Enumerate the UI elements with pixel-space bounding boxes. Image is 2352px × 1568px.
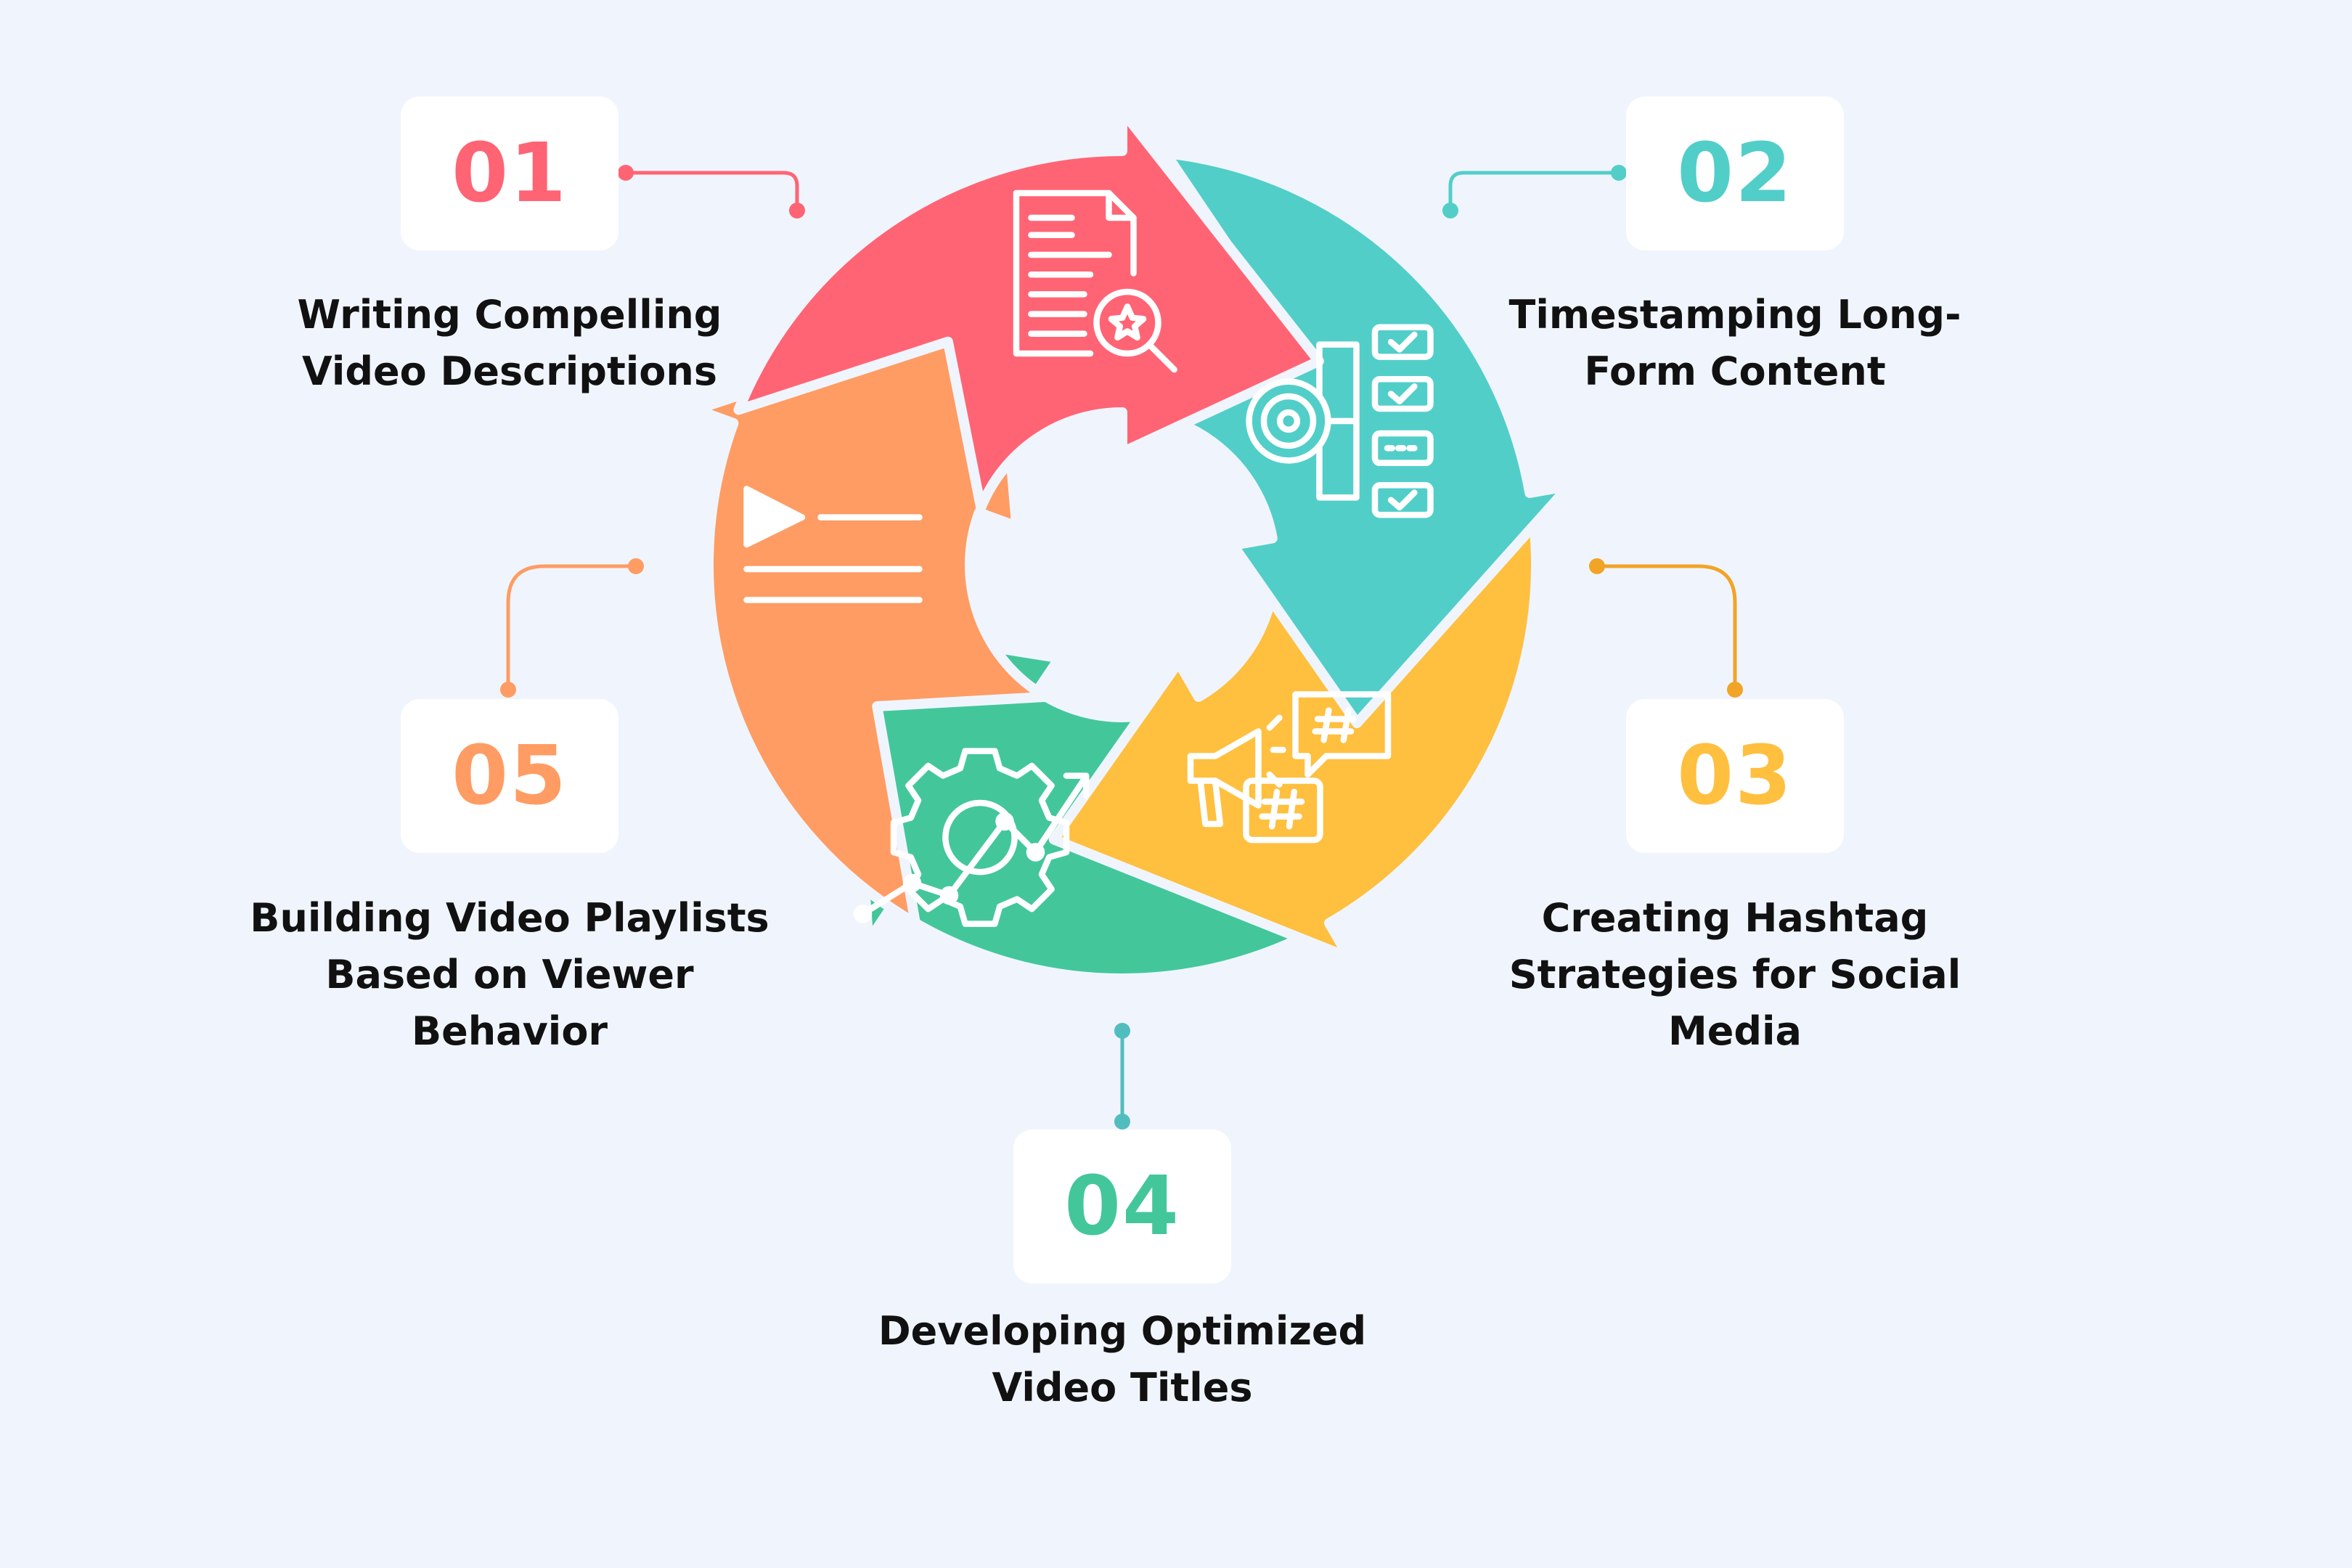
connector-05	[506, 564, 638, 692]
connector-02-dot-a	[1611, 165, 1627, 181]
segment-01	[733, 106, 1324, 513]
megaphone-hashtag-icon	[1187, 691, 1392, 844]
connector-01-dot-a	[618, 165, 634, 181]
connector-01-dot-b	[789, 203, 805, 219]
segment-05	[690, 305, 1051, 928]
gear-growth-chart-icon	[853, 748, 1090, 927]
step-label-02: Timestamping Long-Form Content	[1508, 292, 1961, 394]
connector-04-dot-b	[1114, 1114, 1130, 1130]
connector-03	[1595, 564, 1737, 692]
connector-02-dot-b	[1442, 203, 1458, 219]
target-checklist-icon	[1246, 324, 1434, 518]
play-list-icon	[743, 486, 923, 603]
step-label-05: Building Video Playlists Based on Viewer…	[250, 895, 769, 1054]
step-number-02: 02	[1626, 97, 1844, 250]
connector-05-dot-a	[628, 558, 644, 574]
connector-02	[1448, 171, 1621, 213]
connector-04-dot-a	[1114, 1023, 1130, 1039]
connector-03-dot-b	[1727, 682, 1743, 698]
document-star-search-icon	[1013, 189, 1177, 373]
step-number-04: 04	[1013, 1130, 1231, 1283]
step-number-03: 03	[1626, 699, 1844, 853]
step-label-03: Creating Hashtag Strategies for Social M…	[1508, 895, 1961, 1054]
connector-03-dot-a	[1589, 558, 1605, 574]
step-number-01: 01	[401, 97, 618, 250]
step-label-04: Developing Optimized Video Titles	[878, 1308, 1367, 1410]
connector-01	[624, 171, 799, 213]
connector-05-dot-b	[500, 682, 516, 698]
step-label-01: Writing Compelling Video Descriptions	[297, 292, 722, 394]
step-number-05: 05	[401, 699, 618, 853]
